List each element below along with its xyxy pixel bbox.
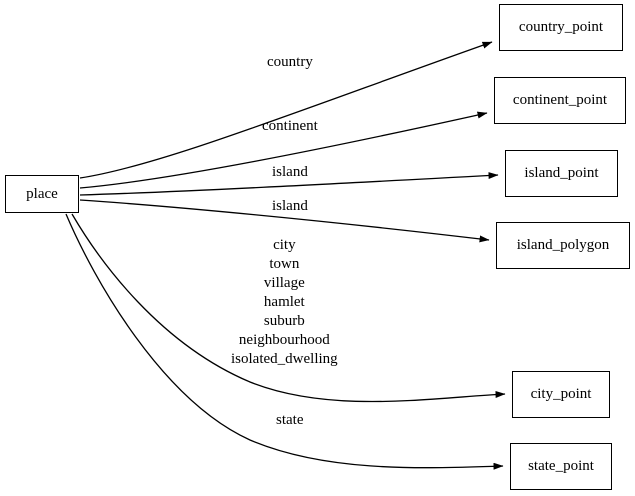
node-label: island_point: [524, 165, 599, 181]
edge-place-to-continent_point[interactable]: [79, 111, 488, 189]
edge-place-to-country_point[interactable]: [79, 41, 493, 179]
edge-label-place-to-state_point: state: [276, 412, 304, 428]
edge-place-to-city_point[interactable]: [71, 213, 506, 403]
node-city_point[interactable]: city_point: [512, 371, 610, 418]
edge-label-place-to-country_point: country: [267, 54, 313, 70]
edge-label-place-to-continent_point: continent: [262, 118, 318, 134]
edge-place-to-island_point[interactable]: [79, 172, 499, 196]
node-label: city_point: [530, 386, 592, 402]
node-state_point[interactable]: state_point: [510, 443, 612, 490]
edge-label-place-to-island_polygon: island: [272, 198, 308, 214]
node-label: continent_point: [512, 92, 608, 108]
node-label: country_point: [518, 19, 604, 35]
edge-label-place-to-city_point: city town village hamlet suburb neighbou…: [231, 237, 338, 367]
node-island_polygon[interactable]: island_polygon: [496, 222, 630, 269]
node-place[interactable]: place: [5, 175, 79, 213]
node-label: state_point: [528, 458, 594, 474]
edge-place-to-island_polygon[interactable]: [79, 199, 490, 243]
node-island_point[interactable]: island_point: [505, 150, 618, 197]
node-country_point[interactable]: country_point: [499, 4, 623, 51]
edge-paths: [65, 41, 506, 470]
node-label: island_polygon: [516, 237, 610, 253]
edge-label-place-to-island_point: island: [272, 164, 308, 180]
node-label: place: [26, 185, 58, 202]
edge-place-to-state_point[interactable]: [65, 213, 504, 470]
node-continent_point[interactable]: continent_point: [494, 77, 626, 124]
